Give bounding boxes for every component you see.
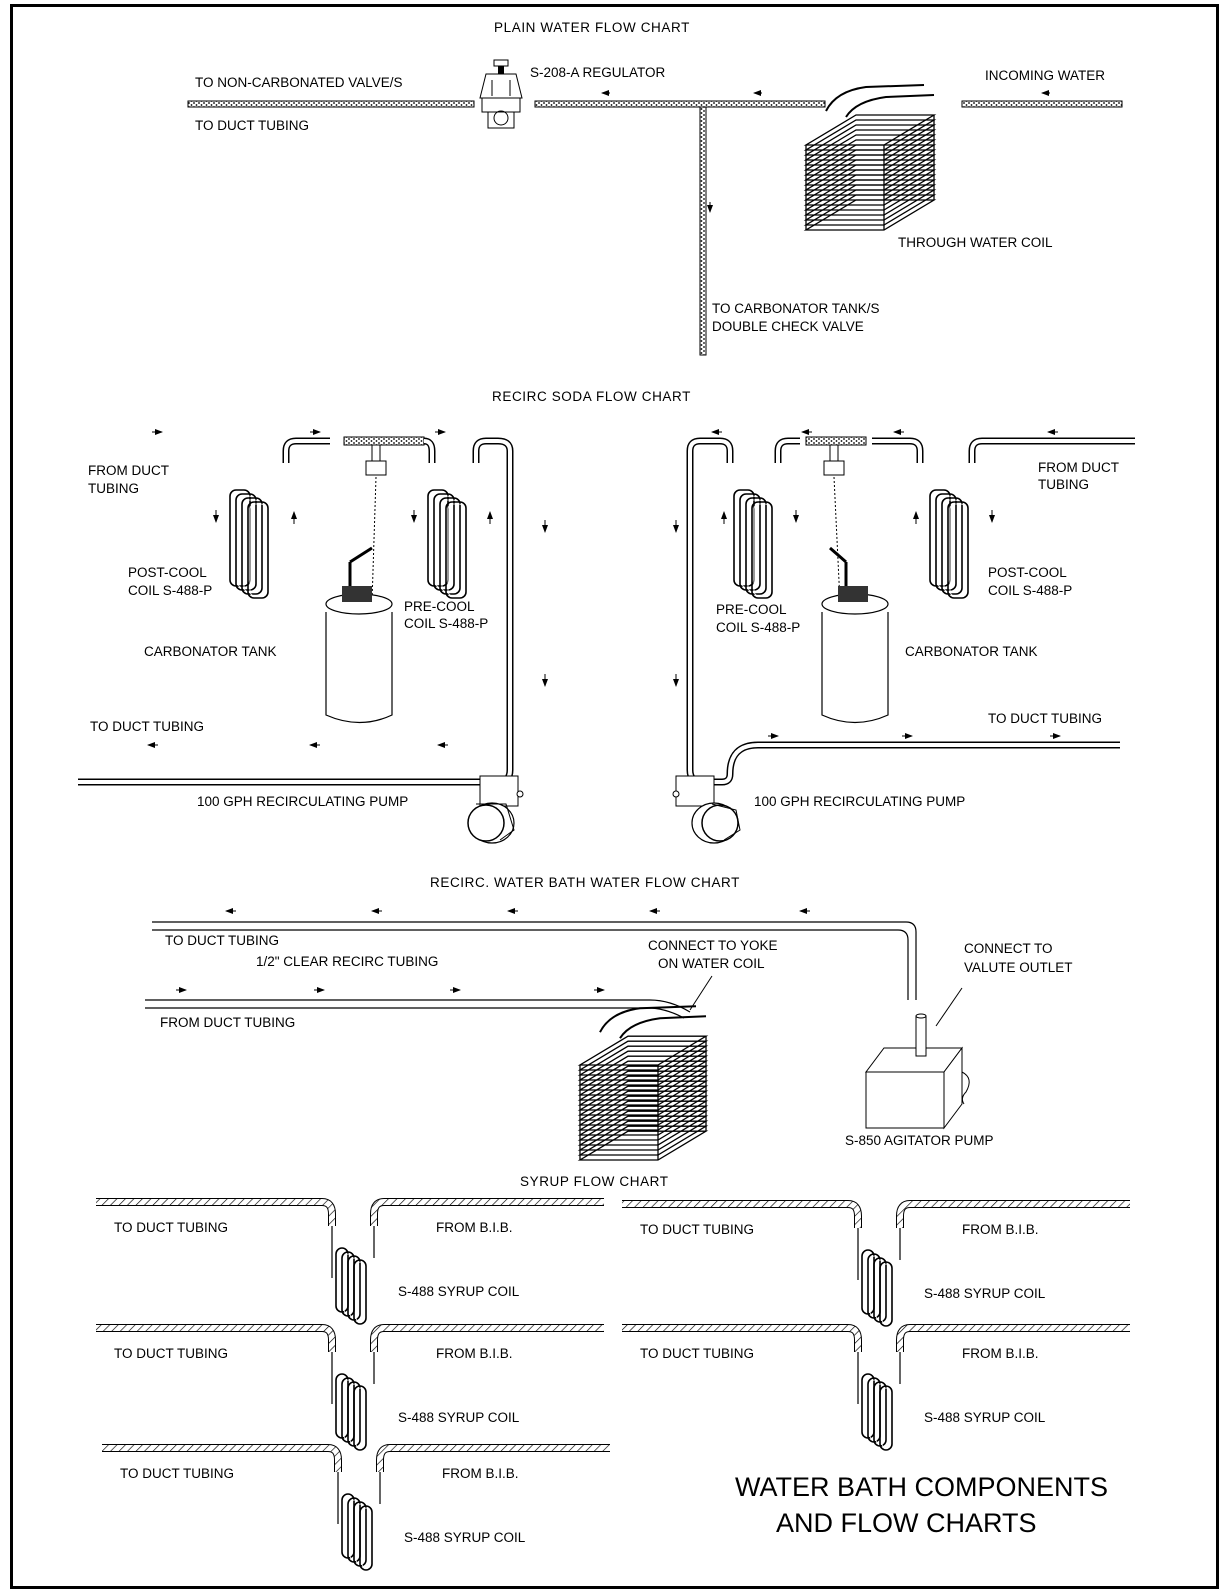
syrup-to-duct-label: TO DUCT TUBING [114,1346,228,1361]
syrup-coil-label: S-488 SYRUP COIL [398,1410,520,1425]
carbonator-label-2: DOUBLE CHECK VALVE [712,319,864,334]
footer-title-line2: AND FLOW CHARTS [776,1508,1037,1538]
syrup-unit: TO DUCT TUBING FROM B.I.B. S-488 SYRUP COI… [622,1200,1130,1327]
syrup-to-duct-label: TO DUCT TUBING [120,1466,234,1481]
carbonator-tank-icon [325,546,393,724]
incoming-water-tubing [961,100,1123,108]
coil-icon [427,489,467,599]
syrup-from-bib-label: FROM B.I.B. [436,1346,513,1361]
coil-icon [861,1373,893,1451]
syrup-from-bib-label: FROM B.I.B. [962,1346,1039,1361]
syrup-unit: TO DUCT TUBING FROM B.I.B. S-488 SYRUP COI… [102,1444,610,1571]
syrup-section: SYRUP FLOW CHART TO DUCT TUBING FROM B.I.… [96,1174,1130,1571]
left-from-duct-2: TUBING [88,481,139,496]
yoke-label-2: ON WATER COIL [658,956,765,971]
recirc-soda-left: FROM DUCT TUBING POST-COOL COIL S-488-P … [75,429,548,844]
coil-icon [229,489,269,599]
left-to-duct-label: TO DUCT TUBING [90,719,204,734]
right-pre-cool-2: COIL S-488-P [716,620,800,635]
right-post-cool-2: COIL S-488-P [988,583,1072,598]
water-coil-icon-bath [577,1005,709,1161]
yoke-label-1: CONNECT TO YOKE [648,938,778,953]
syrup-unit: TO DUCT TUBING FROM B.I.B. S-488 SYRUP COI… [96,1324,604,1451]
coil-icon [335,1247,367,1325]
carbonator-tank-icon-right [821,546,889,724]
recirculating-pump-icon [467,775,524,844]
bath-from-duct-label: FROM DUCT TUBING [160,1015,295,1030]
incoming-water-label: INCOMING WATER [985,68,1105,83]
non-carbonated-label: TO NON-CARBONATED VALVE/S [195,75,403,90]
agitator-pump-icon [865,1013,970,1130]
valute-label-2: VALUTE OUTLET [964,960,1073,975]
recirc-soda-right: FROM DUCT TUBING POST-COOL COIL S-488-P … [672,429,1135,844]
syrup-to-duct-label: TO DUCT TUBING [114,1220,228,1235]
right-to-duct-label: TO DUCT TUBING [988,711,1102,726]
syrup-coil-label: S-488 SYRUP COIL [404,1530,526,1545]
through-coil-label: THROUGH WATER COIL [898,235,1053,250]
left-pre-cool-2: COIL S-488-P [404,616,488,631]
water-bath-section: RECIRC. WATER BATH WATER FLOW CHART [145,875,1073,1161]
syrup-unit: TO DUCT TUBING FROM B.I.B. S-488 SYRUP COI… [96,1198,604,1325]
plain-water-title: PLAIN WATER FLOW CHART [494,20,690,35]
carbonator-branch-tubing [699,106,707,356]
coil-icon [341,1493,373,1571]
left-tank-label: CARBONATOR TANK [144,644,277,659]
left-pre-cool-1: PRE-COOL [404,599,475,614]
plain-water-section: PLAIN WATER FLOW CHART TO NON-CARBONATED… [187,20,1123,356]
syrup-coil-label: S-488 SYRUP COIL [924,1410,1046,1425]
plain-water-tubing [534,100,826,108]
coil-icon [733,489,773,599]
left-pump-label: 100 GPH RECIRCULATING PUMP [197,794,408,809]
bath-to-duct-label: TO DUCT TUBING [165,933,279,948]
regulator-label: S-208-A REGULATOR [530,65,666,80]
coil-icon [929,489,969,599]
syrup-from-bib-label: FROM B.I.B. [962,1222,1039,1237]
non-carbonated-tubing [187,100,475,108]
syrup-coil-label: S-488 SYRUP COIL [398,1284,520,1299]
right-post-cool-1: POST-COOL [988,565,1067,580]
water-bath-title: RECIRC. WATER BATH WATER FLOW CHART [430,875,740,890]
clear-tubing-label: 1/2" CLEAR RECIRC TUBING [256,954,438,969]
syrup-coil-label: S-488 SYRUP COIL [924,1286,1046,1301]
syrup-title: SYRUP FLOW CHART [520,1174,669,1189]
left-post-cool-2: COIL S-488-P [128,583,212,598]
water-coil-icon [803,84,937,231]
coil-icon [335,1373,367,1451]
syrup-from-bib-label: FROM B.I.B. [436,1220,513,1235]
right-tank-label: CARBONATOR TANK [905,644,1038,659]
footer-title-line1: WATER BATH COMPONENTS [735,1472,1108,1502]
recirc-soda-section: RECIRC SODA FLOW CHART [75,389,1135,844]
right-pre-cool-1: PRE-COOL [716,602,787,617]
agitator-label: S-850 AGITATOR PUMP [845,1133,994,1148]
recirc-soda-title: RECIRC SODA FLOW CHART [492,389,691,404]
left-post-cool-1: POST-COOL [128,565,207,580]
syrup-to-duct-label: TO DUCT TUBING [640,1222,754,1237]
coil-icon [861,1249,893,1327]
recirculating-pump-icon-right [672,775,741,844]
syrup-from-bib-label: FROM B.I.B. [442,1466,519,1481]
to-duct-label: TO DUCT TUBING [195,118,309,133]
left-from-duct-1: FROM DUCT [88,463,169,478]
right-from-duct-2: TUBING [1038,477,1089,492]
right-from-duct-1: FROM DUCT [1038,460,1119,475]
right-pump-label: 100 GPH RECIRCULATING PUMP [754,794,965,809]
syrup-unit: TO DUCT TUBING FROM B.I.B. S-488 SYRUP COI… [622,1324,1130,1451]
valute-label-1: CONNECT TO [964,941,1053,956]
carbonator-label-1: TO CARBONATOR TANK/S [712,301,880,316]
regulator-icon [479,59,523,129]
syrup-to-duct-label: TO DUCT TUBING [640,1346,754,1361]
